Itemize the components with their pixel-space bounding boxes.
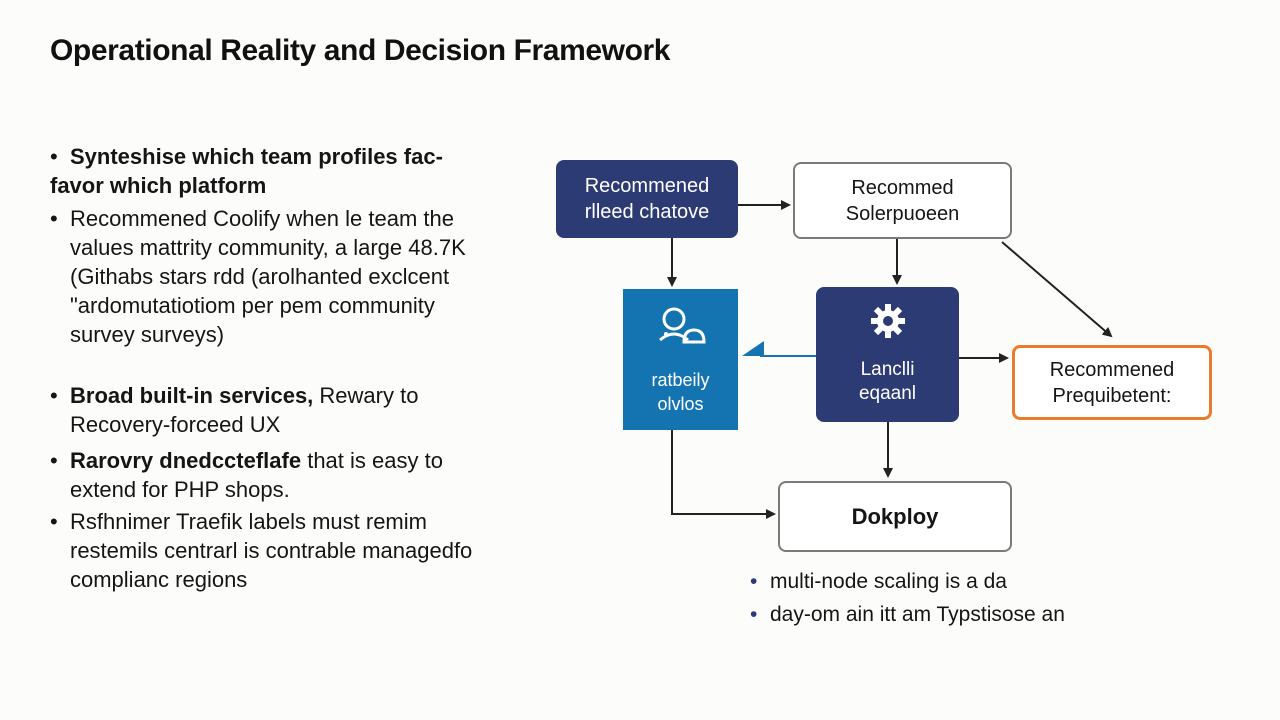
node-recommended-prequibetent: Recommened Prequibetent: (1012, 345, 1212, 420)
bullet-dot: • (50, 206, 58, 231)
node-label: ratbeily (651, 369, 710, 390)
node-label: Recommened (1049, 358, 1175, 381)
bullet-dot: • (50, 509, 58, 534)
bullet-text: Rewary to Recovery-forceed UX (70, 383, 419, 437)
bullet-item: • Recommened Coolify when le team the va… (50, 204, 500, 349)
node-recommed-solerpuoeen: Recommed Solerpuoeen (793, 162, 1012, 239)
node-label: Lanclli (860, 359, 915, 380)
bullet-item: • Broad built-in services, Rewary to Rec… (50, 381, 500, 439)
node-label: Recommed (851, 176, 954, 199)
node-label: eqaanl (858, 383, 917, 404)
bullet-item: • Rsfhnimer Traefik labels must remim re… (50, 507, 500, 594)
sub-bullet-list: •multi-node scaling is a da •day-om ain … (750, 565, 1065, 631)
bullet-lead: Synteshise which team profiles fac- (70, 144, 443, 169)
bullet-lead: Rarovry dnedccteflafe (70, 448, 302, 473)
bullet-dot: • (50, 144, 58, 169)
sub-bullet-text: day-om ain itt am Typstisose an (770, 603, 1065, 626)
bullet-lead-continued: favor which platform (50, 173, 267, 198)
arrow-node3-node6 (671, 430, 776, 519)
gear-icon (870, 303, 906, 346)
arrow-node4-node3-head (742, 341, 764, 356)
bullet-dot: • (50, 383, 58, 408)
bullet-item: • Rarovry dnedccteflafe that is easy to … (50, 446, 500, 504)
bullet-lead: Broad built-in services, (70, 383, 314, 408)
sub-bullet-item: •day-om ain itt am Typstisose an (750, 603, 1065, 626)
node-dokploy: Dokploy (778, 481, 1012, 552)
node-ratbeily: ratbeily olvlos (623, 289, 738, 430)
node-lanclli: Lanclli eqaanl (816, 287, 959, 422)
node-label: olvlos (657, 393, 704, 414)
user-support-icon (656, 304, 706, 352)
bullet-text: that is easy to extend for PHP shops. (70, 448, 443, 502)
node-label: Solerpuoeen (845, 202, 960, 225)
node-label: rlleed chatove (584, 201, 710, 223)
sub-bullet-item: •multi-node scaling is a da (750, 570, 1007, 593)
page-title: Operational Reality and Decision Framewo… (50, 34, 671, 67)
bullet-text: Recommened Coolify when le team the valu… (70, 206, 466, 347)
arrow-node2-node5 (1001, 241, 1113, 338)
bullet-text: Rsfhnimer Traefik labels must remim rest… (70, 509, 473, 592)
node-label: Dokploy (851, 503, 939, 529)
node-label: Prequibetent: (1052, 384, 1172, 407)
bullet-dot: • (50, 448, 58, 473)
sub-bullet-text: multi-node scaling is a da (770, 570, 1007, 593)
node-label: Recommened (584, 175, 710, 197)
bullet-item: • Synteshise which team profiles fac- fa… (50, 142, 500, 200)
node-recommended-chatove: Recommened rlleed chatove (556, 160, 738, 238)
